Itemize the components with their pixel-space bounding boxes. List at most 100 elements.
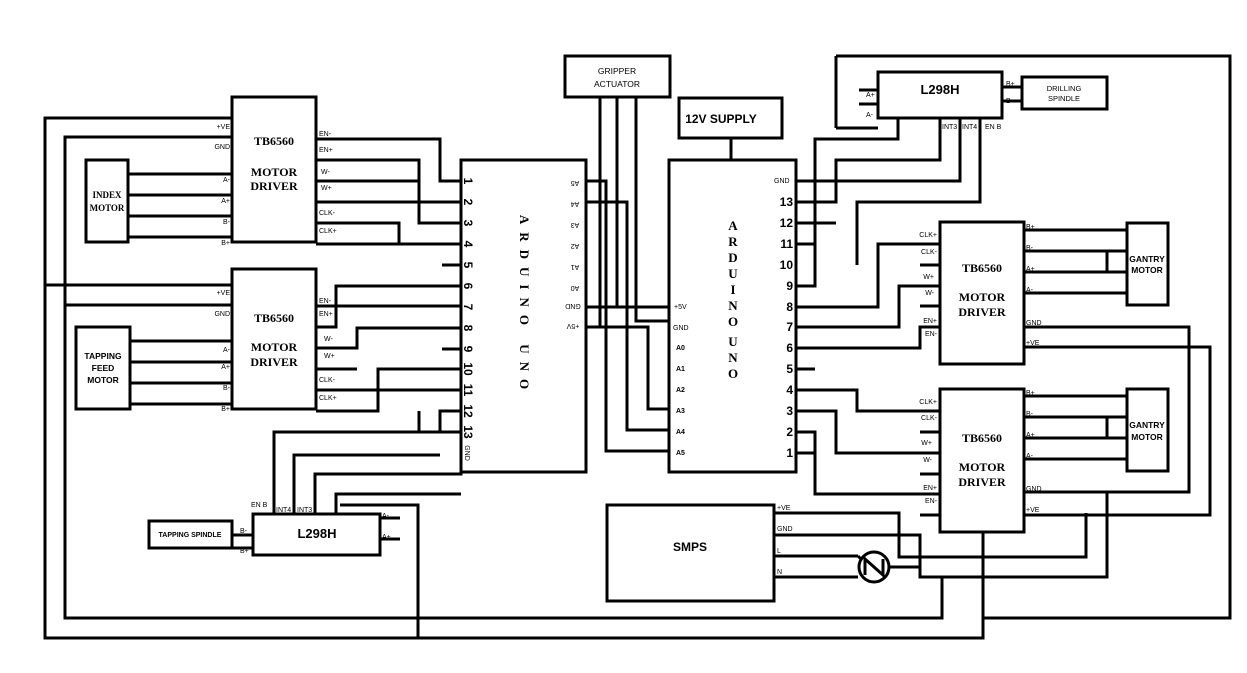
gantry-motor-1: GANTRY MOTOR [1125, 221, 1170, 307]
motor-driver-4-title: TB6560 [962, 431, 1002, 445]
pin-label: EN- [925, 331, 938, 338]
title-letter: U [728, 266, 738, 281]
pin-label: W+ [923, 274, 934, 281]
pin-label: EN- [319, 298, 332, 305]
analog-pin-label: A2 [571, 242, 580, 249]
digital-pin-label: 6 [786, 341, 793, 355]
title-letter: O [728, 314, 738, 329]
pin-label: EN+ [319, 147, 333, 154]
analog-pin-label: A0 [676, 345, 685, 352]
motor-driver-1: TB6560 MOTOR DRIVER +VE GND A- A+ B- B+ … [214, 95, 337, 247]
gripper-actuator: GRIPPER ACTUATOR [563, 54, 672, 99]
pin-label: GND [777, 526, 793, 533]
analog-pin-label: A1 [676, 366, 685, 373]
motor-driver-3-line1: MOTOR [959, 290, 1006, 304]
pin-label: B- [223, 219, 231, 226]
power-pin-label: GND [673, 325, 689, 332]
supply-12v-label: 12V SUPPLY [685, 112, 757, 126]
pin-label: EN- [925, 498, 938, 505]
arduino-left: 1 2 3 4 5 6 7 8 9 10 11 12 13 GND A5 A4 … [459, 158, 588, 474]
index-motor: INDEX MOTOR [84, 158, 130, 244]
pin-label: INT4 [276, 507, 291, 514]
pin-label: B+ [221, 240, 230, 247]
digital-pin-label: 11 [461, 384, 475, 397]
digital-pin-label: 13 [461, 425, 475, 439]
pin-label: B- [240, 528, 248, 535]
analog-pin-label: A0 [571, 284, 580, 291]
motor-driver-2-line1: MOTOR [251, 340, 298, 354]
pin-label: CLK- [921, 415, 938, 422]
gantry-motor-2-line1: GANTRY [1129, 420, 1165, 430]
arduino-right: A R D U I N O U N O +5V GND A0 A1 A2 A3 … [667, 158, 798, 474]
analog-pin-label: A4 [571, 200, 580, 207]
digital-pin-label: 10 [780, 258, 794, 272]
pin-label: INT3 [942, 124, 957, 131]
digital-pin-label: 6 [461, 283, 475, 290]
pin-label: L [777, 548, 781, 555]
gantry-motor-2: GANTRY MOTOR [1125, 387, 1170, 473]
analog-pin-label: A4 [676, 429, 685, 436]
index-motor-line2: MOTOR [90, 203, 125, 213]
arduino-left-title: ARDUINO UNO [517, 215, 532, 397]
digital-pin-label: 8 [786, 300, 793, 314]
motor-driver-3-line2: DRIVER [958, 305, 1006, 319]
supply-12v: 12V SUPPLY [677, 96, 784, 140]
motor-driver-4-line2: DRIVER [958, 475, 1006, 489]
digital-pin-label: 5 [786, 362, 793, 376]
pin-label: A- [223, 347, 231, 354]
motor-driver-1-title: TB6560 [254, 134, 294, 148]
pin-label: W+ [321, 185, 332, 192]
l298h-top: L298H A+ A- B+ B- INT3 INT4 EN B [834, 56, 1015, 131]
gripper-line2: ACTUATOR [594, 79, 640, 89]
digital-pin-label: 2 [786, 425, 793, 439]
pin-label: EN+ [923, 485, 937, 492]
wires [43, 54, 1232, 640]
motor-driver-4: TB6560 MOTOR DRIVER CLK+ CLK- W+ W- EN+ … [919, 387, 1042, 534]
pin-label: CLK+ [319, 228, 337, 235]
title-letter: N [728, 350, 738, 365]
pin-label: GND [1026, 320, 1042, 327]
pin-label: A- [382, 513, 390, 520]
pin-label: CLK+ [919, 399, 937, 406]
pin-label: EN B [251, 502, 268, 509]
title-letter: U [728, 334, 738, 349]
pin-label: A- [1026, 287, 1034, 294]
drilling-spindle-line1: DRILLING [1047, 84, 1082, 93]
pin-label: W- [324, 336, 333, 343]
pin-label: B+ [1006, 81, 1015, 88]
analog-pin-label: A3 [571, 221, 580, 228]
tapping-spindle: TAPPING SPINDLE [147, 519, 234, 550]
title-letter: O [728, 366, 738, 381]
digital-pin-label: 10 [461, 362, 475, 376]
motor-driver-2: TB6560 MOTOR DRIVER +VE GND A- A+ B- B+ … [214, 267, 337, 413]
pin-label: W- [925, 290, 934, 297]
tapping-feed-motor: TAPPING FEED MOTOR [74, 325, 132, 411]
digital-pin-label: 5 [461, 262, 475, 269]
pin-label: A+ [221, 364, 230, 371]
pin-label: B- [1026, 245, 1034, 252]
digital-pin-label: 9 [786, 279, 793, 293]
pin-label: EN- [319, 131, 332, 138]
title-letter: I [730, 282, 735, 297]
drilling-spindle-line2: SPINDLE [1048, 94, 1080, 103]
pin-label: +VE [1026, 507, 1040, 514]
power-pin-label: GND [565, 302, 581, 309]
power-pin-label: +5V [674, 304, 687, 311]
pin-label: A+ [221, 198, 230, 205]
pin-label: W- [923, 457, 932, 464]
pin-label: B+ [1026, 224, 1035, 231]
pin-label: A- [1026, 453, 1034, 460]
pin-label: W- [321, 169, 330, 176]
smps: SMPS +VE GND L N [605, 503, 793, 603]
pin-label: EN B [985, 124, 1002, 131]
pin-label: CLK+ [919, 232, 937, 239]
pin-label: N [777, 569, 782, 576]
pin-label: GND [1026, 486, 1042, 493]
ac-source-icon [856, 550, 891, 584]
pin-label: CLK- [319, 210, 336, 217]
title-letter: N [728, 298, 738, 313]
tapping-feed-motor-line1: TAPPING [84, 351, 122, 361]
pin-label: W+ [921, 440, 932, 447]
pin-label: GND [214, 311, 230, 318]
gnd-pin-label: GND [463, 445, 470, 461]
